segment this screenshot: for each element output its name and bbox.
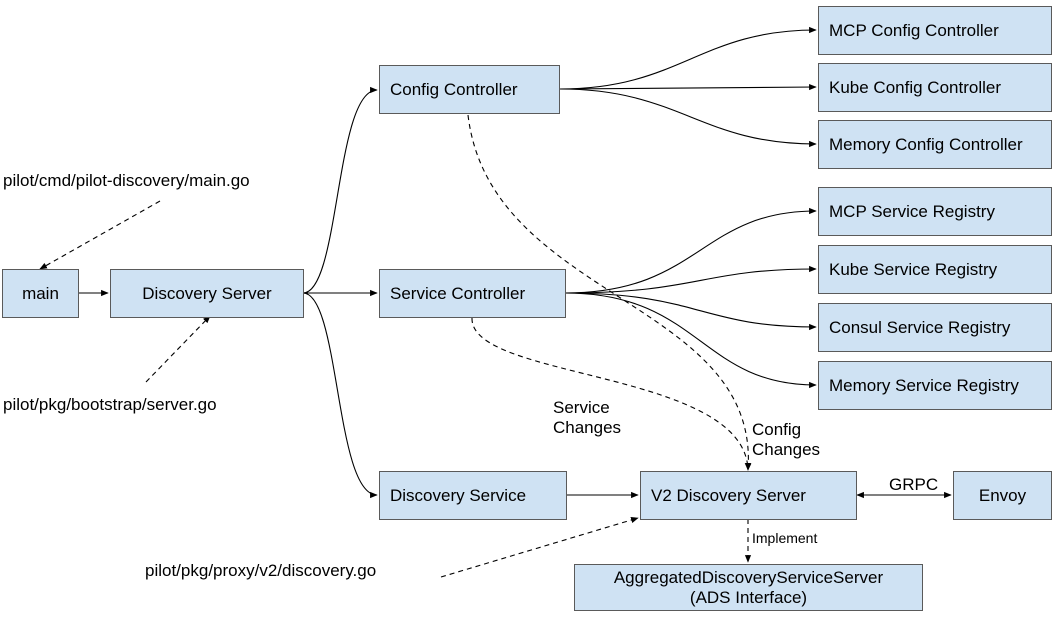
memory-config-controller-node: Memory Config Controller (818, 120, 1052, 169)
main-go-path-label: pilot/cmd/pilot-discovery/main.go (3, 171, 250, 190)
edge-service-changes (471, 317, 751, 471)
v2-discovery-server-node: V2 Discovery Server (640, 471, 857, 520)
implement-label: Implement (752, 530, 818, 546)
edge-config-to-memory (559, 88, 817, 148)
ads-server-node: AggregatedDiscoveryServiceServer (ADS In… (574, 564, 923, 611)
main-node: main (2, 269, 79, 318)
kube-config-controller-label: Kube Config Controller (829, 77, 1001, 97)
edge-config-to-mcp (559, 26, 817, 90)
memory-config-controller-label: Memory Config Controller (829, 134, 1023, 154)
service-controller-node: Service Controller (379, 269, 566, 318)
consul-service-registry-node: Consul Service Registry (818, 303, 1052, 352)
edge-config-changes (467, 114, 752, 471)
mcp-config-controller-node: MCP Config Controller (818, 6, 1052, 55)
config-controller-node: Config Controller (379, 65, 560, 114)
ads-interface-label: (ADS Interface) (689, 587, 808, 607)
ads-server-label: AggregatedDiscoveryServiceServer (613, 567, 884, 587)
consul-service-registry-label: Consul Service Registry (829, 317, 1011, 337)
discovery-service-node: Discovery Service (379, 471, 567, 520)
discovery-server-node: Discovery Server (110, 269, 304, 318)
main-node-label: main (22, 283, 59, 303)
config-changes-line2: Changes (752, 440, 821, 460)
edge-discovery-server-to-config-controller (302, 86, 378, 294)
edge-server-go-annotation (145, 315, 211, 383)
config-changes-label: Config Changes (752, 420, 820, 461)
discovery-server-label: Discovery Server (142, 283, 272, 303)
edge-main-go-annotation (39, 200, 161, 270)
edge-config-to-kube (559, 83, 817, 91)
v2-discovery-server-label: V2 Discovery Server (651, 485, 806, 505)
envoy-label: Envoy (978, 485, 1027, 505)
discovery-service-label: Discovery Service (390, 485, 527, 505)
config-controller-label: Config Controller (390, 79, 518, 99)
edge-service-to-memory-registry (564, 292, 817, 389)
service-changes-label: Service Changes (553, 398, 621, 439)
edge-service-to-kube-registry (564, 265, 817, 294)
config-changes-line1: Config (752, 420, 802, 439)
mcp-service-registry-label: MCP Service Registry (829, 201, 995, 221)
edge-discovery-server-to-discovery-service (302, 292, 378, 499)
edge-discovery-go-annotation (440, 517, 639, 578)
edge-service-to-mcp-registry (564, 207, 817, 294)
server-go-path-label: pilot/pkg/bootstrap/server.go (3, 395, 217, 414)
service-controller-label: Service Controller (390, 283, 526, 303)
kube-service-registry-node: Kube Service Registry (818, 245, 1052, 294)
discovery-go-path-label: pilot/pkg/proxy/v2/discovery.go (145, 561, 377, 580)
envoy-node: Envoy (953, 471, 1052, 520)
memory-service-registry-label: Memory Service Registry (829, 375, 1019, 395)
kube-service-registry-label: Kube Service Registry (829, 259, 998, 279)
kube-config-controller-node: Kube Config Controller (818, 63, 1052, 112)
mcp-service-registry-node: MCP Service Registry (818, 187, 1052, 236)
service-changes-line2: Changes (553, 418, 622, 438)
mcp-config-controller-label: MCP Config Controller (829, 20, 999, 40)
memory-service-registry-node: Memory Service Registry (818, 361, 1052, 410)
grpc-label: GRPC (889, 475, 939, 494)
service-changes-line1: Service (553, 398, 610, 417)
edge-service-to-consul-registry (564, 292, 817, 331)
